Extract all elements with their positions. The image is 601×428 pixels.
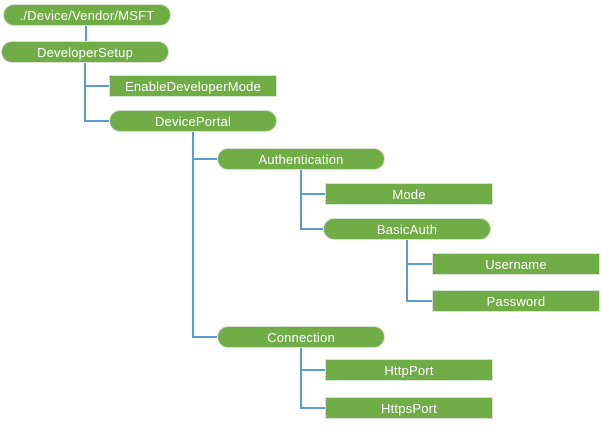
node-https-port: HttpsPort xyxy=(325,397,493,419)
node-basic-auth: BasicAuth xyxy=(323,218,491,240)
node-authentication: Authentication xyxy=(217,148,385,170)
node-msft-root: ./Device/Vendor/MSFT xyxy=(3,4,171,26)
connector-developersetup-trunk xyxy=(84,63,86,122)
connector-basicauth-trunk xyxy=(406,240,408,301)
node-mode: Mode xyxy=(325,183,493,205)
connector-to-connection xyxy=(192,336,217,338)
connector-to-basicauth xyxy=(300,228,323,230)
connector-msft-to-developersetup xyxy=(85,26,87,41)
node-developer-setup: DeveloperSetup xyxy=(1,41,169,63)
connector-to-httpsport xyxy=(300,407,325,409)
connector-to-username xyxy=(406,263,432,265)
connector-to-deviceportal xyxy=(84,120,109,122)
node-connection: Connection xyxy=(217,326,385,348)
node-device-portal: DevicePortal xyxy=(109,110,277,132)
connector-deviceportal-trunk xyxy=(192,132,194,337)
connector-to-httpport xyxy=(300,369,325,371)
connector-connection-trunk xyxy=(300,348,302,408)
node-enable-developer-mode: EnableDeveloperMode xyxy=(109,75,277,97)
node-http-port: HttpPort xyxy=(325,359,493,381)
connector-to-enabledevelopermode xyxy=(84,85,109,87)
node-username: Username xyxy=(432,253,600,275)
connector-to-authentication xyxy=(192,158,217,160)
connector-to-mode xyxy=(300,193,325,195)
connector-authentication-trunk xyxy=(300,170,302,229)
connector-to-password xyxy=(406,300,432,302)
node-password: Password xyxy=(432,290,600,312)
